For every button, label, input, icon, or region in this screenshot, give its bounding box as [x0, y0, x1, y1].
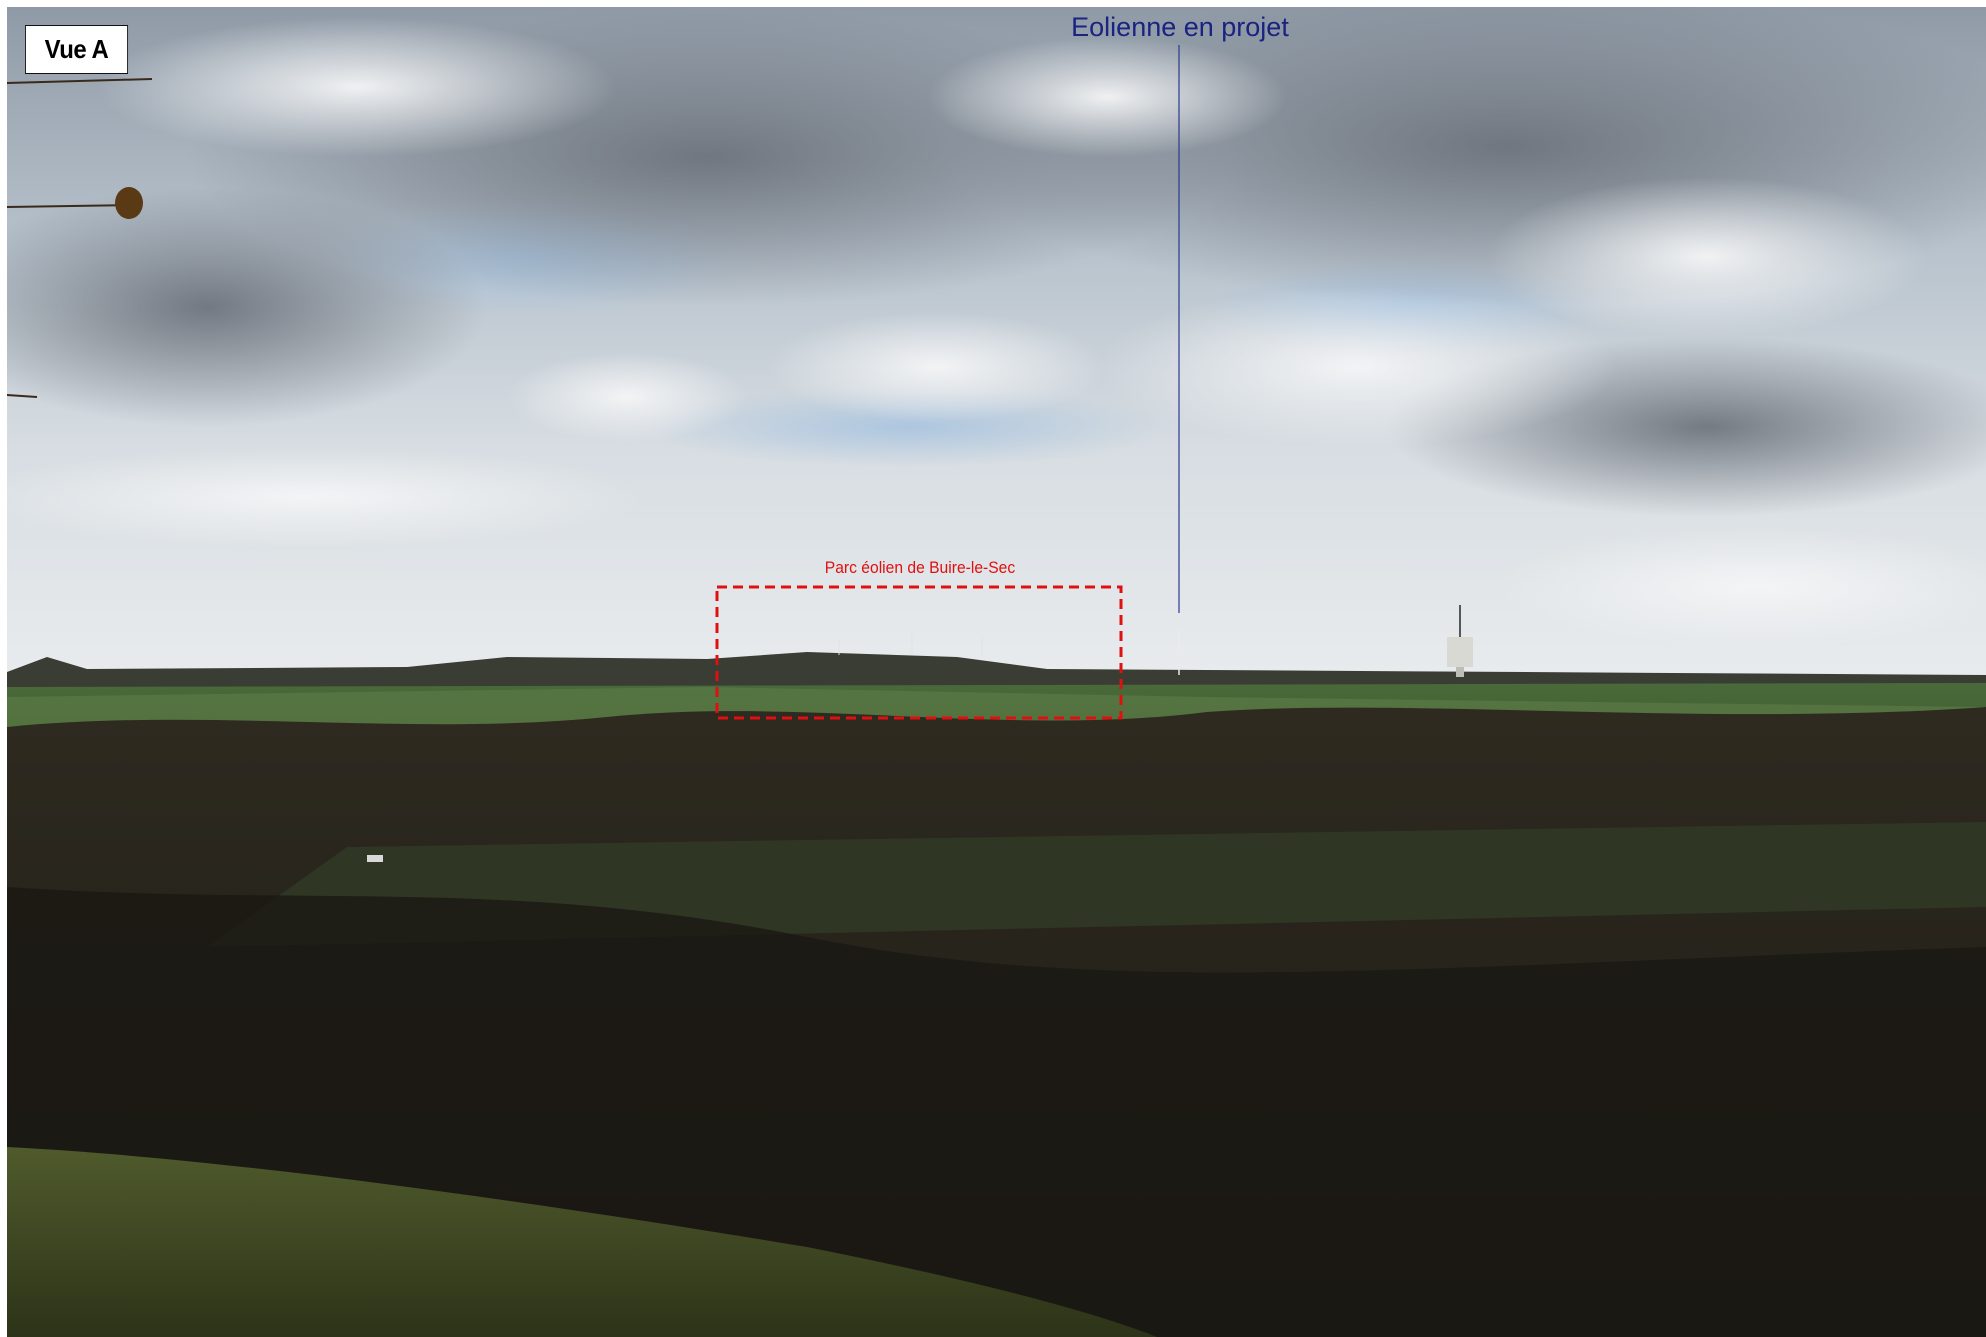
- park-outline: [715, 585, 1123, 720]
- view-label: Vue A: [25, 25, 129, 74]
- landscape-photo: [7, 7, 1986, 1337]
- wind-park-label: Parc éolien de Buire-le-Sec: [824, 558, 1016, 577]
- car: [367, 855, 383, 862]
- water-tower-icon: [1447, 605, 1473, 677]
- projected-turbine-label: Eolienne en projet: [1071, 12, 1289, 42]
- wind-turbine-icon: [1164, 629, 1195, 675]
- leaf: [115, 187, 143, 219]
- distant-turbines: [838, 633, 983, 655]
